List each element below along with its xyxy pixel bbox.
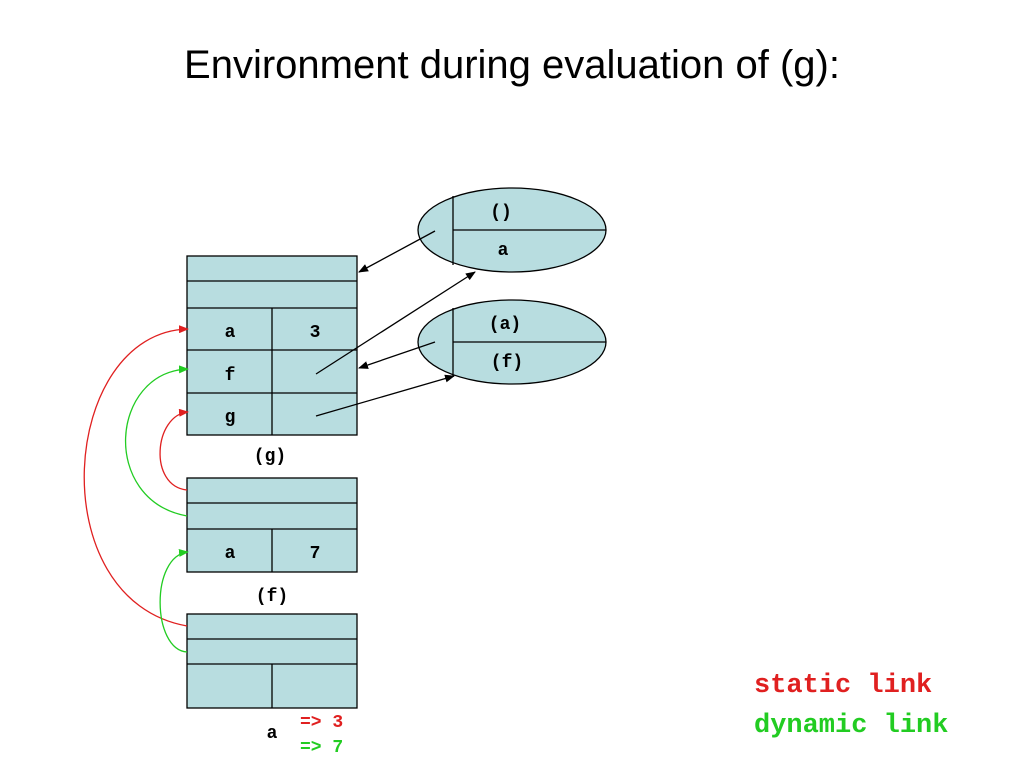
f-call-frame bbox=[186, 613, 358, 709]
closure-g-body: (f) bbox=[491, 353, 523, 373]
binding-name: g bbox=[225, 408, 236, 428]
closure-g-env-pointer bbox=[358, 341, 436, 369]
f-binding-pointer bbox=[315, 271, 476, 375]
binding-name: a bbox=[225, 323, 236, 343]
binding-name: f bbox=[225, 366, 236, 386]
closure-thunk-body: a bbox=[498, 241, 509, 261]
closure-thunk: () a bbox=[417, 187, 607, 273]
static-link-g-frame bbox=[159, 408, 189, 491]
binding-value: 3 bbox=[310, 323, 321, 343]
lookup-variable: a bbox=[267, 724, 278, 744]
g-call-frame: a 7 bbox=[186, 477, 358, 573]
dynamic-link-f-frame bbox=[159, 548, 189, 653]
frame-label: (g) bbox=[254, 447, 286, 467]
closure-thunk-env-pointer bbox=[358, 230, 436, 273]
static-result: => 3 bbox=[300, 713, 343, 733]
closure-g: (a) (f) bbox=[417, 299, 607, 385]
dynamic-result: => 7 bbox=[300, 738, 343, 758]
slide-title: Environment during evaluation of (g): bbox=[184, 43, 840, 87]
binding-name: a bbox=[225, 544, 236, 564]
dynamic-link-g-frame bbox=[124, 365, 189, 517]
static-link-f-frame bbox=[83, 325, 189, 627]
legend-dynamic-link: dynamic link bbox=[754, 711, 948, 741]
closure-g-params: (a) bbox=[489, 315, 521, 335]
binding-value: 7 bbox=[310, 544, 321, 564]
closure-thunk-params: () bbox=[490, 203, 512, 223]
legend-static-link: static link bbox=[754, 671, 932, 701]
global-frame: a 3 f g bbox=[186, 255, 358, 436]
frame-label: (f) bbox=[256, 587, 288, 607]
g-binding-pointer bbox=[315, 374, 455, 417]
